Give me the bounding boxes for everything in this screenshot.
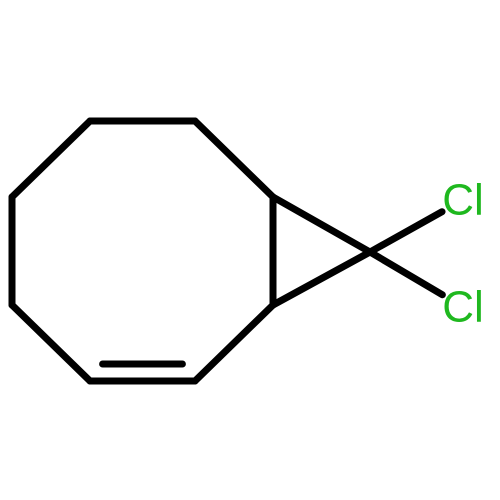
bond-c2-c3 xyxy=(8,117,94,201)
bond-c8-c1 xyxy=(191,117,277,201)
bond-c8-c9 xyxy=(269,193,374,256)
chlorine-label-cl2: Cl xyxy=(442,283,484,332)
bond-c7-c9 xyxy=(269,248,374,309)
bond-c9-cl2 xyxy=(366,248,446,299)
bond-c6-c7 xyxy=(191,301,277,385)
bond-layer xyxy=(8,117,446,385)
chlorine-label-cl1: Cl xyxy=(442,176,484,225)
bond-c4-c5 xyxy=(8,301,94,385)
bond-c9-cl1 xyxy=(366,208,446,256)
